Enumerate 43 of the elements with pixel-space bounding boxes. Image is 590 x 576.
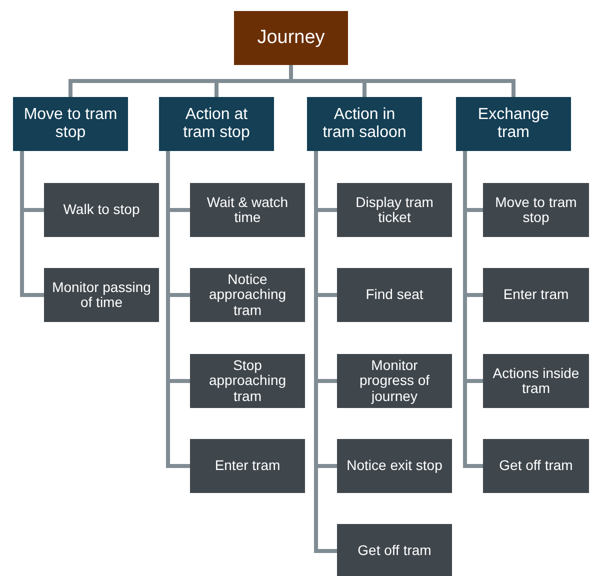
box-label: Move to tram stop	[23, 106, 118, 142]
box-label: Monitor progress of journey	[358, 358, 431, 404]
task-box	[337, 183, 452, 237]
category-box	[456, 97, 571, 151]
task-box	[190, 268, 305, 322]
box-label: Actions inside tram	[492, 366, 580, 396]
box-label: Move to tram stop	[494, 194, 578, 226]
task-box	[190, 183, 305, 237]
box-label: Wait & watch time	[206, 194, 290, 226]
box-label: Monitor passing of time	[52, 280, 151, 310]
box-label: Action in tram saloon	[322, 106, 408, 142]
category-box	[13, 97, 128, 151]
task-box	[337, 268, 452, 322]
box-label: Get off tram	[358, 543, 432, 559]
box-label: Walk to stop	[63, 202, 140, 218]
connector-line	[463, 151, 483, 468]
task-box	[44, 183, 159, 237]
box-label: Enter tram	[503, 287, 569, 303]
box-label: Find seat	[366, 287, 424, 303]
category-box	[159, 97, 274, 151]
connector-line	[314, 151, 337, 553]
box-label: Journey	[257, 28, 325, 48]
box-label: Notice approaching tram	[208, 272, 288, 318]
box-label: Exchange tram	[476, 106, 550, 142]
box-label: Action at tram stop	[182, 106, 251, 142]
category-box	[307, 97, 422, 151]
task-box	[483, 183, 589, 237]
box-label: Get off tram	[499, 458, 573, 474]
task-box	[190, 354, 305, 408]
task-box	[190, 439, 305, 493]
task-box	[337, 524, 452, 576]
task-box	[483, 268, 589, 322]
box-label: Stop approaching tram	[208, 358, 288, 404]
task-box	[483, 439, 589, 493]
task-box	[483, 354, 589, 408]
root-box	[234, 11, 348, 65]
box-label: Notice exit stop	[346, 458, 442, 474]
box-label: Display tram ticket	[354, 194, 434, 226]
connector-line	[166, 151, 190, 468]
task-box	[44, 268, 159, 322]
task-box	[337, 354, 452, 408]
task-box	[337, 439, 452, 493]
box-label: Enter tram	[214, 458, 280, 474]
